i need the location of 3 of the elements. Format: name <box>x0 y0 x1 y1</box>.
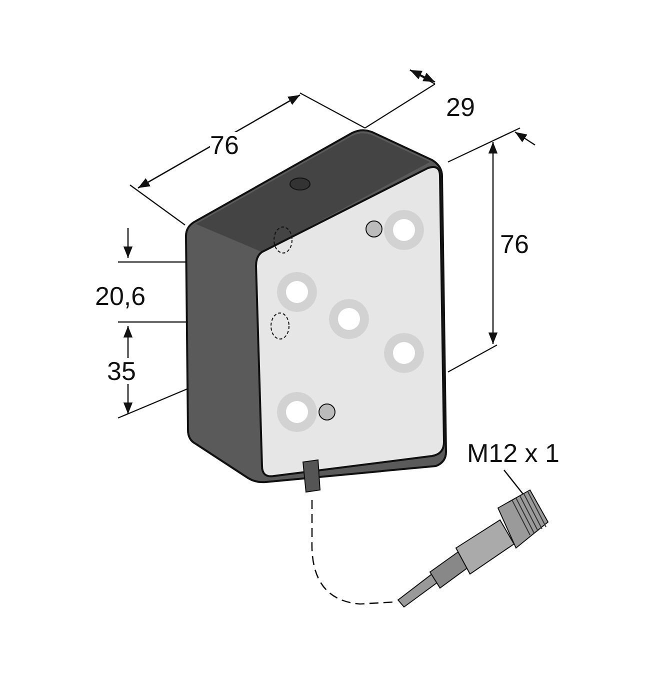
leader-line <box>504 470 524 494</box>
cable-connector-drawing <box>311 489 549 608</box>
dimension-label: 35 <box>107 358 136 384</box>
